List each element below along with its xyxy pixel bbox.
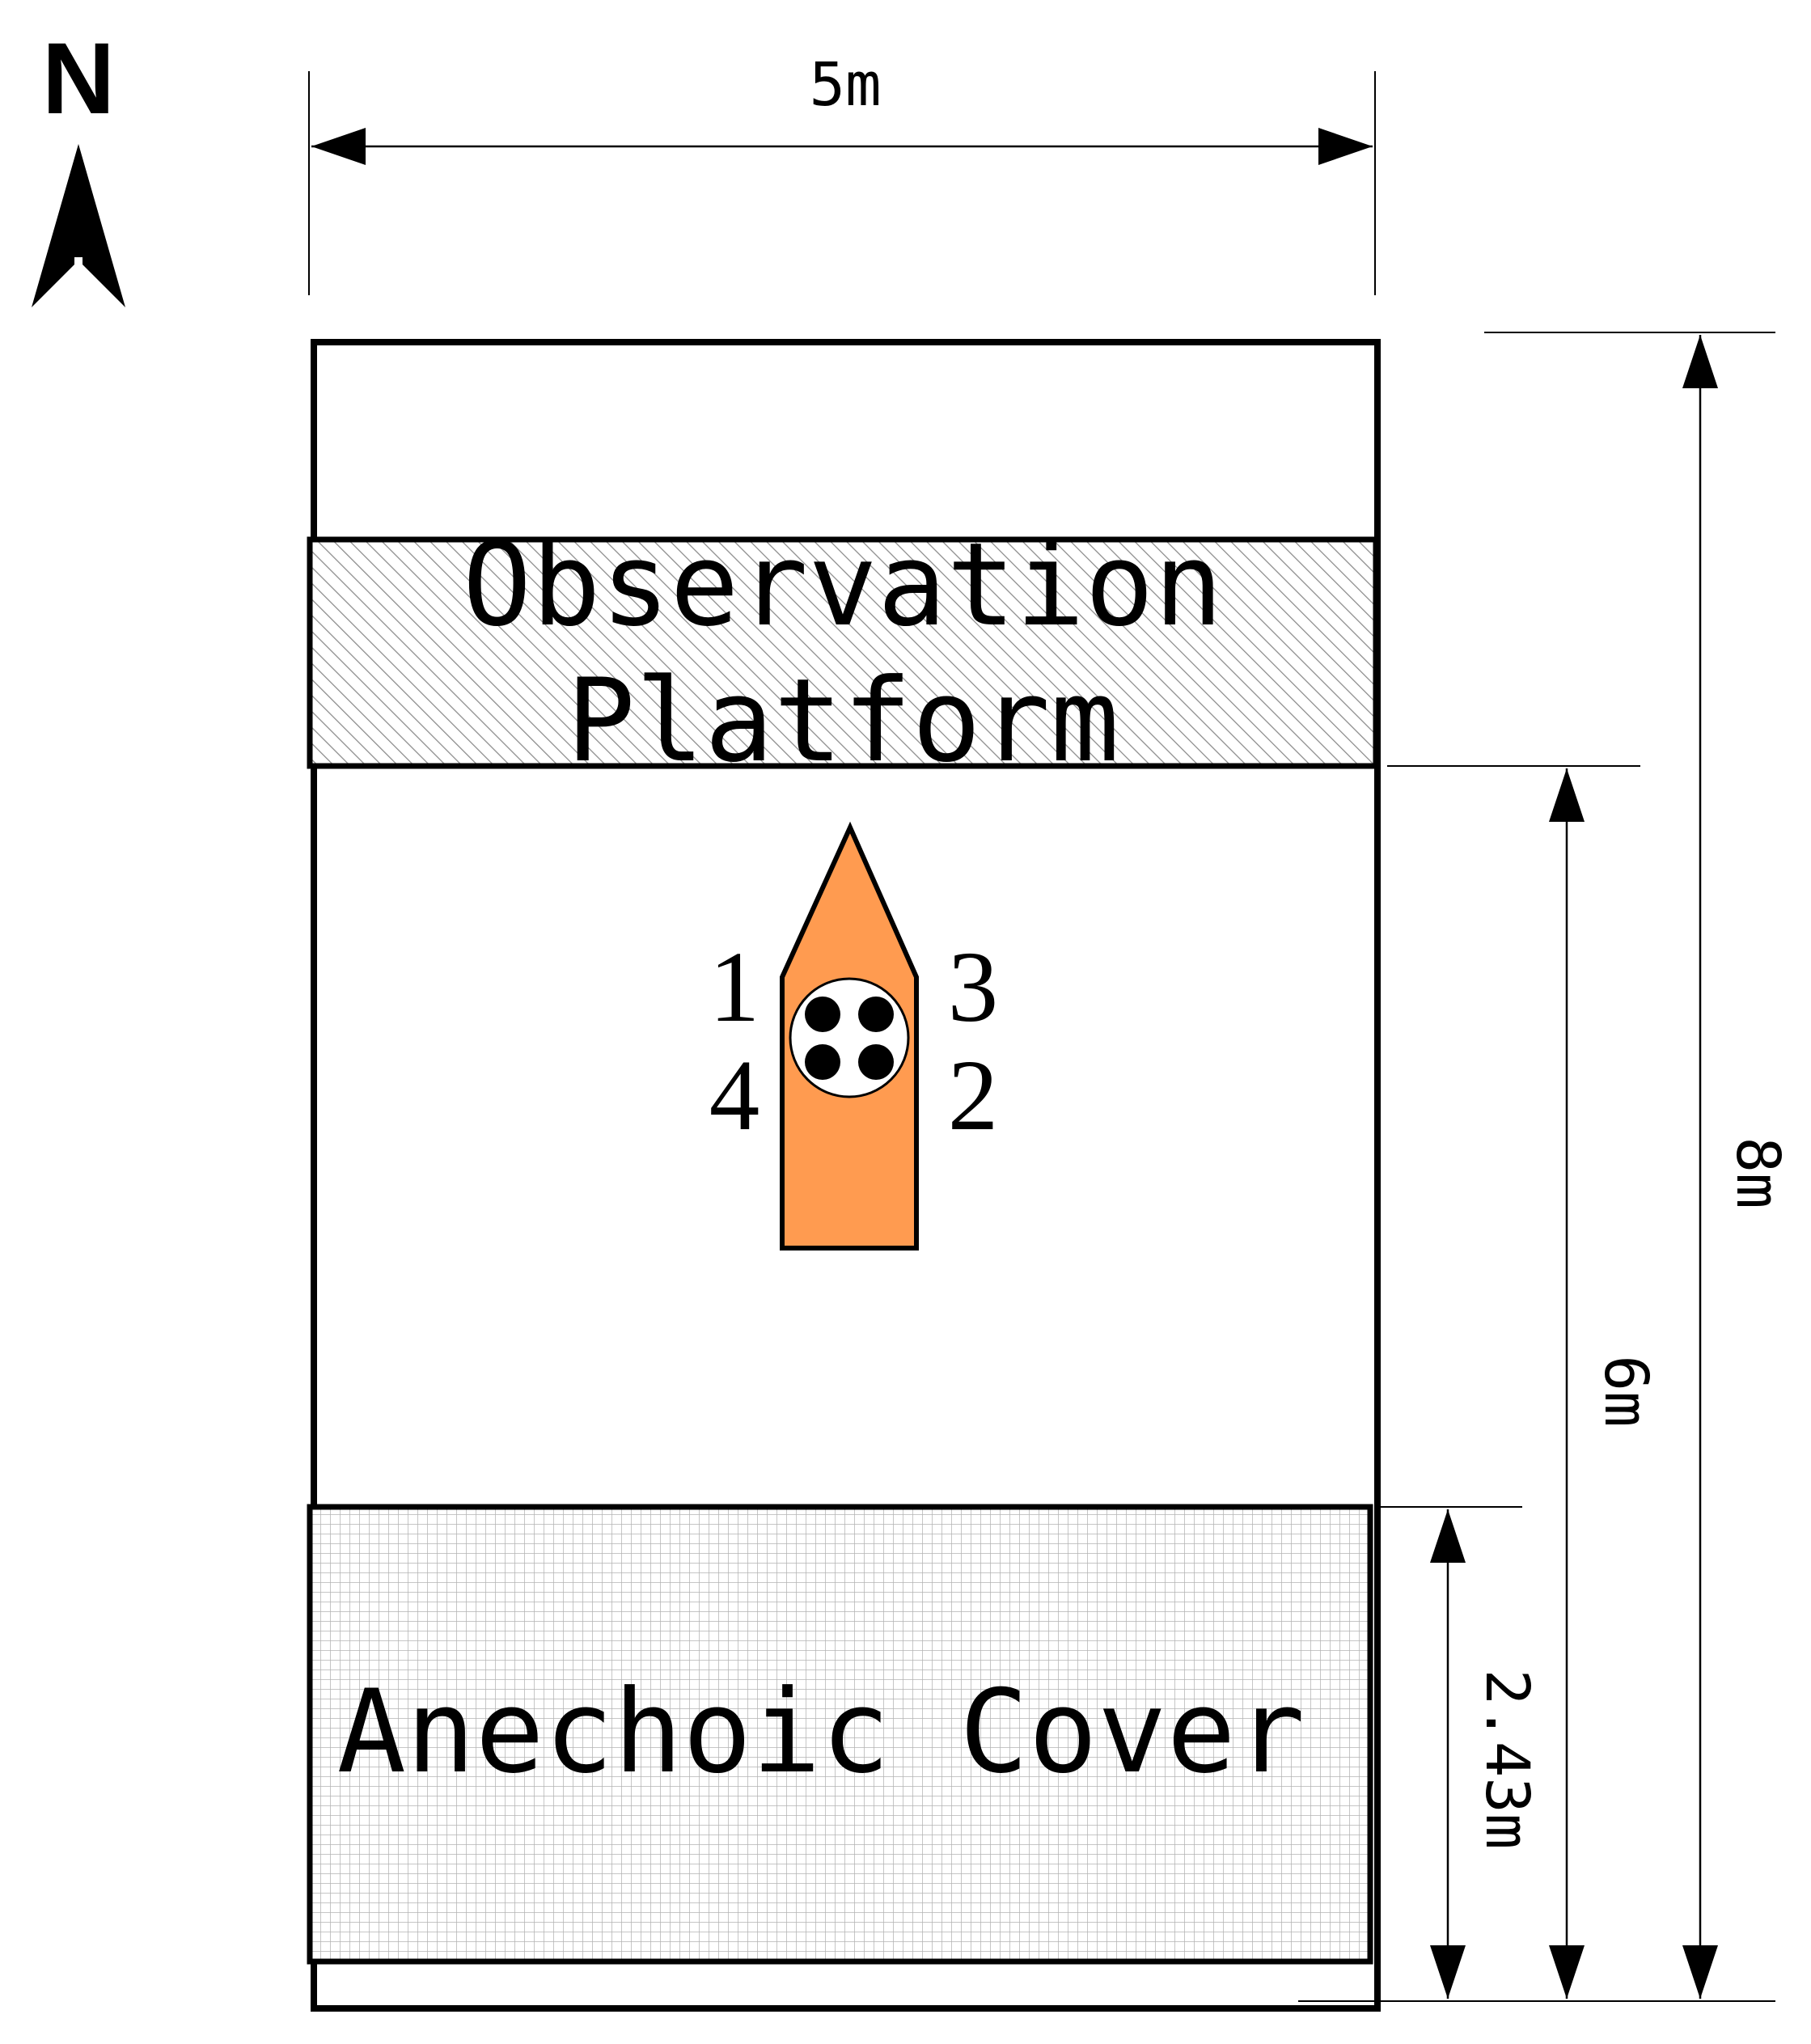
total-length-dimension: 8m	[1682, 335, 1792, 1999]
cover-length-label: 2.43m	[1472, 1669, 1542, 1850]
compass: N	[32, 23, 125, 307]
hydrophone-1-dot	[805, 997, 840, 1032]
platform-label-line1: Observation	[463, 518, 1223, 652]
test-model: 1 3 4 2	[709, 821, 999, 1251]
hydrophone-label-4: 4	[709, 1040, 760, 1152]
cover-length-dimension: 2.43m	[1430, 1509, 1542, 1999]
anechoic-cover-label: Anechoic Cover	[337, 1665, 1305, 1799]
total-length-label: 8m	[1723, 1136, 1792, 1208]
platform-to-end-label: 6m	[1591, 1355, 1661, 1427]
platform-to-end-dimension: 6m	[1549, 768, 1661, 1999]
anechoic-cover: Anechoic Cover	[307, 1504, 1373, 1965]
hydrophone-3-dot	[858, 997, 894, 1032]
observation-platform: Observation Platform	[307, 518, 1379, 788]
width-label: 5m	[809, 50, 881, 120]
hydrophone-2-dot	[858, 1044, 894, 1080]
platform-label-line2: Platform	[566, 654, 1119, 788]
width-dimension: 5m	[308, 50, 1376, 295]
extension-lines	[1298, 332, 1775, 2002]
hydrophone-4-dot	[805, 1044, 840, 1080]
north-label: N	[42, 23, 115, 135]
hydrophone-mount	[789, 977, 910, 1098]
hydrophone-label-3: 3	[948, 932, 999, 1043]
hydrophone-label-2: 2	[948, 1040, 999, 1152]
hydrophone-label-1: 1	[709, 932, 760, 1043]
north-arrow-icon	[32, 144, 125, 307]
